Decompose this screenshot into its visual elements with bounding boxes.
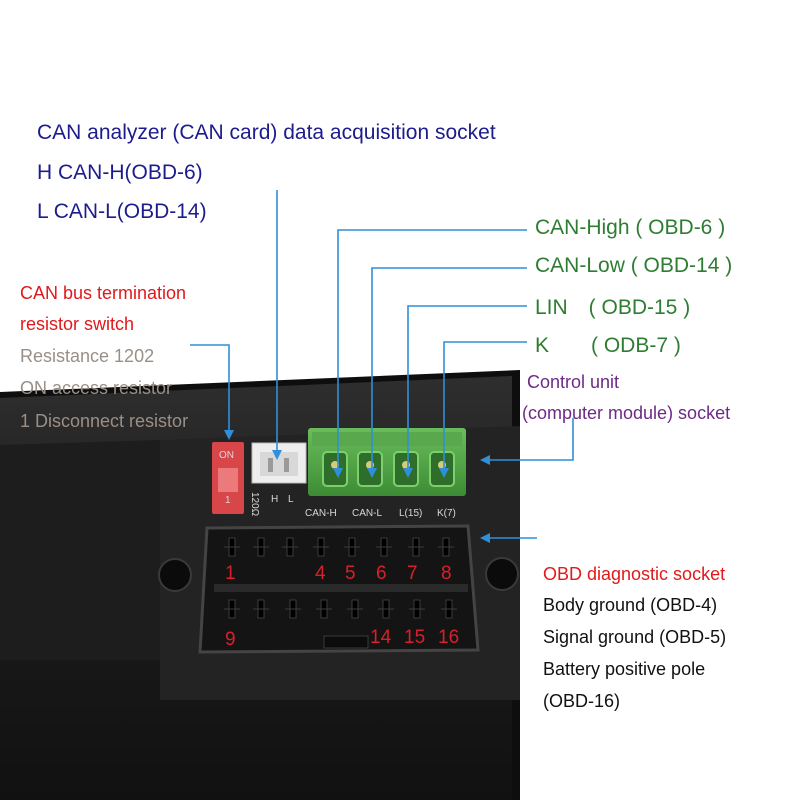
jst-h-label: H xyxy=(271,494,278,505)
termination-title-line2: resistor switch xyxy=(20,314,135,334)
control-unit-terminal-block[interactable]: CAN-H CAN-L L(15) K(7) xyxy=(305,428,466,519)
dip-120-label: 120Ω xyxy=(249,492,260,517)
obd-body-ground: Body ground (OBD-4) xyxy=(543,595,718,615)
terminal-can-h-label: CAN-H xyxy=(305,508,337,519)
dip-1-label: 1 xyxy=(225,495,231,506)
label-lin: LIN ( OBD-15 ) xyxy=(535,296,691,319)
obd-battery-pin: (OBD-16) xyxy=(543,691,621,711)
obd-battery-positive: Battery positive pole xyxy=(543,659,706,679)
pin-number-1: 1 xyxy=(225,563,236,584)
obd-connector[interactable]: 1 4 5 6 7 8 9 14 15 16 xyxy=(198,524,480,654)
annotation-arrowheads xyxy=(224,430,490,543)
jst-l-label: L xyxy=(288,494,294,505)
pin-number-6: 6 xyxy=(376,563,387,584)
dip-on-label: ON xyxy=(219,450,234,461)
can-analyzer-title: CAN analyzer (CAN card) data acquisition… xyxy=(37,121,496,144)
pin-number-14: 14 xyxy=(370,627,392,648)
jst-can-socket[interactable]: H L xyxy=(251,442,307,505)
pin-number-15: 15 xyxy=(404,627,425,648)
pin-number-5: 5 xyxy=(345,563,356,584)
label-k: K ( ODB-7 ) xyxy=(535,334,681,357)
label-can-low: CAN-Low ( OBD-14 ) xyxy=(535,254,733,277)
can-analyzer-l-line: L CAN-L(OBD-14) xyxy=(37,200,207,223)
control-unit-line2: (computer module) socket xyxy=(522,403,731,423)
annotation-leader-lines xyxy=(190,190,574,539)
obd-title: OBD diagnostic socket xyxy=(543,564,726,584)
termination-resistance-line: Resistance 1202 xyxy=(20,346,155,366)
terminal-k7-label: K(7) xyxy=(437,508,456,519)
termination-title-line1: CAN bus termination xyxy=(20,283,187,303)
control-unit-line1: Control unit xyxy=(527,372,620,392)
termination-on-line: ON access resistor xyxy=(20,378,173,398)
pin-number-16: 16 xyxy=(438,627,459,648)
obd-signal-ground: Signal ground (OBD-5) xyxy=(543,627,727,647)
label-can-high: CAN-High ( OBD-6 ) xyxy=(535,216,726,239)
pin-number-9: 9 xyxy=(225,629,236,650)
termination-disconnect-line: 1 Disconnect resistor xyxy=(20,411,189,431)
pin-number-4: 4 xyxy=(315,563,326,584)
terminal-l15-label: L(15) xyxy=(399,508,422,519)
termination-dip-switch[interactable]: ON 1 120Ω xyxy=(212,442,260,517)
pin-number-8: 8 xyxy=(441,563,452,584)
can-analyzer-h-line: H CAN-H(OBD-6) xyxy=(37,161,203,184)
pin-number-7: 7 xyxy=(407,563,418,584)
terminal-can-l-label: CAN-L xyxy=(352,508,382,519)
